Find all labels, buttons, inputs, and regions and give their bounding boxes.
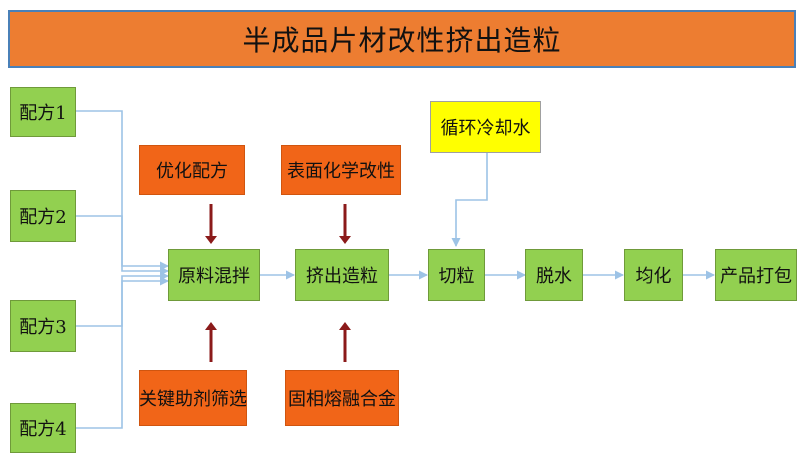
input-recipe-4: 配方4 xyxy=(10,403,76,453)
step-extrusion-pelletizing: 挤出造粒 xyxy=(295,249,389,301)
step-raw-mixing: 原料混拌 xyxy=(168,249,260,301)
step-pellet-cutting: 切粒 xyxy=(428,249,485,301)
step-homogenizing: 均化 xyxy=(624,249,683,301)
modifier-optimize-recipe: 优化配方 xyxy=(139,145,245,195)
step-packaging: 产品打包 xyxy=(715,249,797,301)
connector-input-2 xyxy=(76,215,169,276)
connector-input-4 xyxy=(76,276,169,429)
input-recipe-2: 配方2 xyxy=(10,190,76,242)
input-cooling-water: 循环冷却水 xyxy=(430,101,541,153)
modifier-solid-melt-alloy: 固相熔融合金 xyxy=(285,370,399,426)
modifier-key-additive: 关键助剂筛选 xyxy=(139,370,247,426)
input-recipe-3: 配方3 xyxy=(10,300,76,352)
connector-input-1 xyxy=(76,110,169,271)
diagram-title: 半成品片材改性挤出造粒 xyxy=(8,10,796,68)
connector-cooling xyxy=(451,153,488,247)
input-recipe-1: 配方1 xyxy=(10,87,76,137)
step-dewatering: 脱水 xyxy=(525,249,583,301)
modifier-surface-chemical: 表面化学改性 xyxy=(281,145,401,195)
